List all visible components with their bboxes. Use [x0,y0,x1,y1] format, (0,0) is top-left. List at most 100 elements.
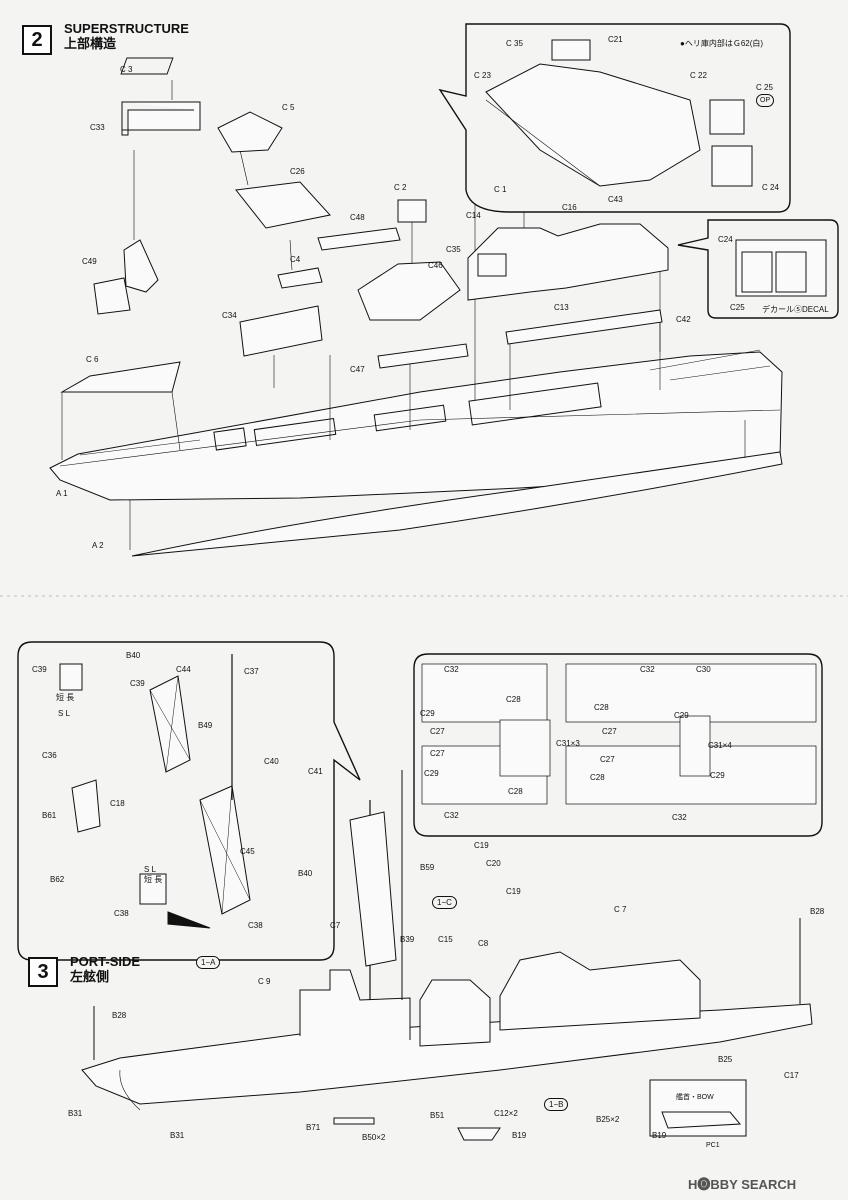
subassembly-tag-1a: 1−A [196,956,221,969]
part-label: C 24 [762,183,779,192]
part-label: C19 [474,841,489,850]
part-label: C28 [594,703,609,712]
part-label: C29 [710,771,725,780]
part-label: C32 [640,665,655,674]
part-label: C32 [444,811,459,820]
part-label: C34 [222,311,237,320]
step-3-title-en: PORT-SIDE [70,954,141,969]
part-label: B31 [170,1131,185,1140]
part-label: C 25 [756,83,773,92]
part-label: C14 [466,211,481,220]
part-label: C32 [444,665,459,674]
part-label: C28 [508,787,523,796]
part-label: B59 [420,863,435,872]
part-label: C20 [486,859,501,868]
part-label: C 2 [394,183,407,192]
part-label: C39 [130,679,145,688]
bow-label: 艦首・BOW [676,1094,714,1101]
part-label: C32 [672,813,687,822]
part-label: C35 [446,245,461,254]
part-label: C40 [264,757,279,766]
part-label: C48 [350,213,365,222]
step-2-title-en: SUPERSTRUCTURE [64,21,189,36]
subassembly-tag-1b: 1−B [544,1098,569,1111]
part-label: B51 [430,1111,445,1120]
part-label: B39 [400,935,415,944]
part-label: C46 [428,261,443,270]
part-label: C4 [290,255,301,264]
part-label: C27 [602,727,617,736]
part-label: A 1 [56,489,68,498]
subassembly-tag-1c: 1−C [432,896,457,909]
part-label: B25×2 [596,1115,620,1124]
pc1-label: PC1 [706,1142,720,1149]
part-label: C17 [784,1071,799,1080]
part-label: C31×4 [708,741,732,750]
step-2-title-jp: 上部構造 [64,35,117,51]
part-label: C44 [176,665,191,674]
length-marker: S L [144,865,157,874]
part-label: C 9 [258,977,271,986]
length-marker: 短 長 [56,693,75,702]
length-marker: 短 長 [144,875,163,884]
part-label: C42 [676,315,691,324]
part-label: C12×2 [494,1109,518,1118]
part-label: B40 [298,869,313,878]
part-label: C7 [330,921,341,930]
part-label: C33 [90,123,105,132]
length-marker: S L [58,709,71,718]
part-label: C8 [478,939,489,948]
part-label: C15 [438,935,453,944]
part-label: C24 [718,235,733,244]
part-label: B28 [810,907,825,916]
part-label: C28 [590,773,605,782]
part-label: C27 [600,755,615,764]
optional-tag: OP [756,94,775,107]
part-label: C28 [506,695,521,704]
hull-a2 [131,451,783,557]
part-label: C 1 [494,185,507,194]
decal-label: デカール⑤DECAL [762,305,829,314]
part-label: C21 [608,35,623,44]
part-label: C18 [110,799,125,808]
part-label: C26 [290,167,305,176]
part-label: B71 [306,1123,321,1132]
step-3-number: 3 [28,957,58,987]
part-label: C 7 [614,905,627,914]
part-label: C 6 [86,355,99,364]
step-3-title-jp: 左舷側 [70,968,110,984]
part-label: C31×3 [556,739,580,748]
hangar-paint-note: ●ヘリ庫内部はＧ62(白) [680,39,764,48]
part-label: A 2 [92,541,104,550]
part-label: C43 [608,195,623,204]
part-label: C45 [240,847,255,856]
part-label: C25 [730,303,745,312]
part-label: C29 [420,709,435,718]
part-label: C49 [82,257,97,266]
part-label: C 35 [506,39,523,48]
part-label: C47 [350,365,365,374]
part-label: B40 [126,651,141,660]
ship-port-side [81,770,813,1111]
part-label: C27 [430,749,445,758]
part-label: C41 [308,767,323,776]
part-label: B31 [68,1109,83,1118]
part-label: C37 [244,667,259,676]
part-label: C38 [248,921,263,930]
part-label: C13 [554,303,569,312]
part-label: C38 [114,909,129,918]
part-label: C19 [506,887,521,896]
part-label: B19 [652,1131,667,1140]
part-label: C39 [32,665,47,674]
part-label: B25 [718,1055,733,1064]
part-label: C 5 [282,103,295,112]
part-label: B28 [112,1011,127,1020]
step-2-title: SUPERSTRUCTURE 上部構造 [64,21,189,52]
part-label: B49 [198,721,213,730]
part-label: C 23 [474,71,491,80]
step-3-title: PORT-SIDE 左舷側 [70,954,141,985]
step-2-number: 2 [22,25,52,55]
part-label: B19 [512,1131,527,1140]
